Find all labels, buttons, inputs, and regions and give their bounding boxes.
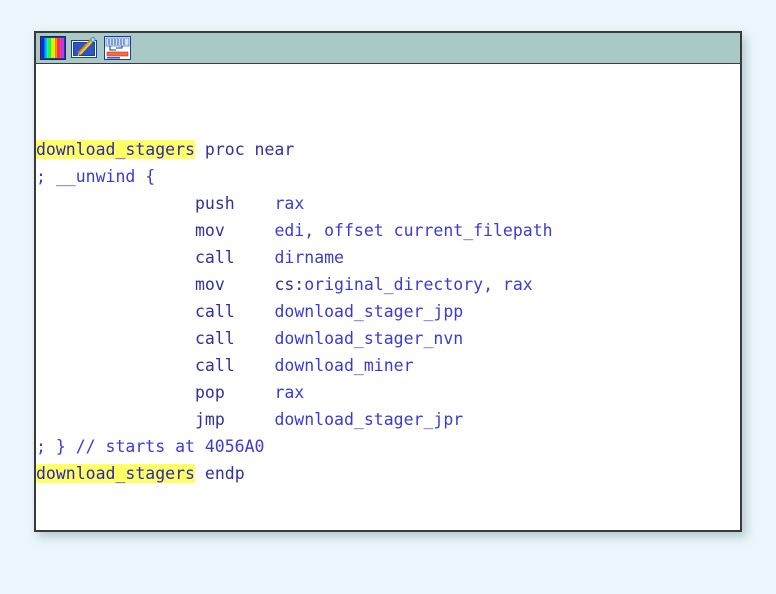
toolbar	[36, 33, 740, 64]
code-segment: rax	[274, 383, 305, 402]
edit-pencil-icon[interactable]	[70, 35, 100, 62]
code-segment: mov	[194, 275, 225, 294]
code-segment	[225, 275, 275, 294]
code-segment: mov	[194, 221, 225, 240]
code-segment	[235, 248, 275, 267]
code-segment	[225, 410, 275, 429]
code-segment: call	[194, 356, 235, 375]
code-line-insn-call-download-stager-jpp[interactable]: call download_stager_jpp	[36, 298, 740, 325]
code-segment: edi, offset	[274, 221, 394, 240]
code-line-insn-pop-rax[interactable]: pop rax	[36, 379, 740, 406]
code-segment: call	[194, 329, 235, 348]
code-segment	[36, 221, 195, 240]
code-line-insn-call-download-miner[interactable]: call download_miner	[36, 352, 740, 379]
code-segment: download_stagers	[36, 464, 195, 483]
code-segment: download_stager_jpp	[274, 302, 464, 321]
code-segment	[36, 356, 195, 375]
code-segment: cs:	[274, 275, 305, 294]
code-line-insn-call-download-stager-nvn[interactable]: call download_stager_nvn	[36, 325, 740, 352]
code-segment: rax	[274, 194, 305, 213]
code-segment	[235, 302, 275, 321]
code-segment: proc near	[194, 140, 295, 159]
code-segment: current_filepath	[393, 221, 553, 240]
code-segment	[36, 275, 195, 294]
code-segment	[235, 356, 275, 375]
code-line-insn-mov-cs-original-directory[interactable]: mov cs:original_directory, rax	[36, 271, 740, 298]
code-line-proc-header[interactable]: download_stagers proc near	[36, 136, 740, 163]
code-segment: endp	[194, 464, 245, 483]
code-segment	[225, 383, 275, 402]
code-segment: pop	[194, 383, 225, 402]
code-segment	[36, 410, 195, 429]
disassembly-code-area[interactable]: download_stagers proc near ; __unwind { p…	[36, 64, 740, 530]
code-line-insn-mov-edi[interactable]: mov edi, offset current_filepath	[36, 217, 740, 244]
code-segment: download_miner	[274, 356, 414, 375]
code-segment	[36, 383, 195, 402]
code-line-insn-jmp-download-stager-jpr[interactable]: jmp download_stager_jpr	[36, 406, 740, 433]
code-segment	[36, 302, 195, 321]
code-segment: , rax	[483, 275, 533, 294]
code-line-insn-push-rax[interactable]: push rax	[36, 190, 740, 217]
code-segment: dirname	[274, 248, 344, 267]
code-line-insn-call-dirname[interactable]: call dirname	[36, 244, 740, 271]
code-segment	[36, 329, 195, 348]
code-line-proc-footer[interactable]: download_stagers endp	[36, 460, 740, 487]
code-segment	[225, 221, 275, 240]
code-segment: ; __unwind {	[36, 167, 156, 186]
code-segment: call	[194, 302, 235, 321]
disassembly-window: download_stagers proc near ; __unwind { p…	[34, 31, 742, 532]
code-segment: download_stagers	[36, 140, 195, 159]
code-segment: push	[194, 194, 235, 213]
code-line-unwind-close[interactable]: ; } // starts at 4056A0	[36, 433, 740, 460]
graph-view-icon[interactable]	[102, 35, 132, 62]
code-segment	[235, 194, 275, 213]
code-segment: ; } // starts at 4056A0	[36, 437, 265, 456]
code-segment	[36, 248, 195, 267]
code-segment: download_stager_jpr	[274, 410, 464, 429]
code-segment: original_directory	[304, 275, 484, 294]
code-line-unwind-open[interactable]: ; __unwind {	[36, 163, 740, 190]
color-palette-icon[interactable]	[38, 35, 68, 62]
code-segment	[235, 329, 275, 348]
code-segment	[36, 194, 195, 213]
code-segment: download_stager_nvn	[274, 329, 464, 348]
code-segment: call	[194, 248, 235, 267]
code-segment: jmp	[194, 410, 225, 429]
